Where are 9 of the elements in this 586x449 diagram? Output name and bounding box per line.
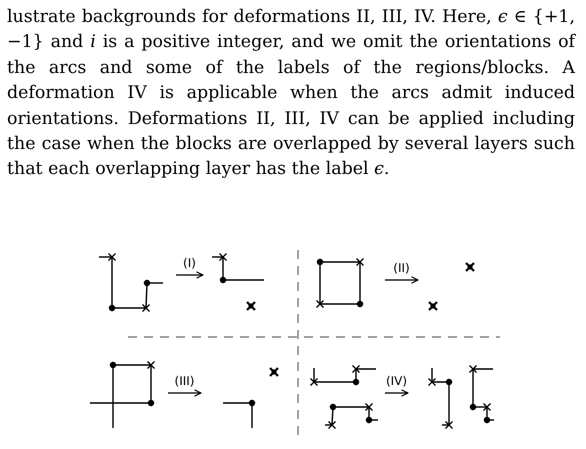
arrow	[168, 389, 202, 397]
edge-label: (II)	[392, 261, 411, 275]
body-text: lustrate backgrounds for deformations II, III, IV. Here, ϵ ∈ {+1, −1} and i is a positive integer, and we omit the orientations of the arcs and some of the labels of the regions/blocks. A deformation IV is applicable when the arcs admit induced orientations. Deformations II, III, IV can be applied including the case when the blocks are overlapped by several layers such that each overlapping layer has the label ϵ.	[7, 6, 575, 182]
arrow	[385, 389, 409, 397]
edge-label: (I)	[182, 256, 197, 270]
arrow	[176, 271, 204, 279]
edge-label: (III)	[174, 374, 196, 388]
edge-label: (IV)	[384, 374, 408, 388]
arrow	[385, 276, 419, 284]
